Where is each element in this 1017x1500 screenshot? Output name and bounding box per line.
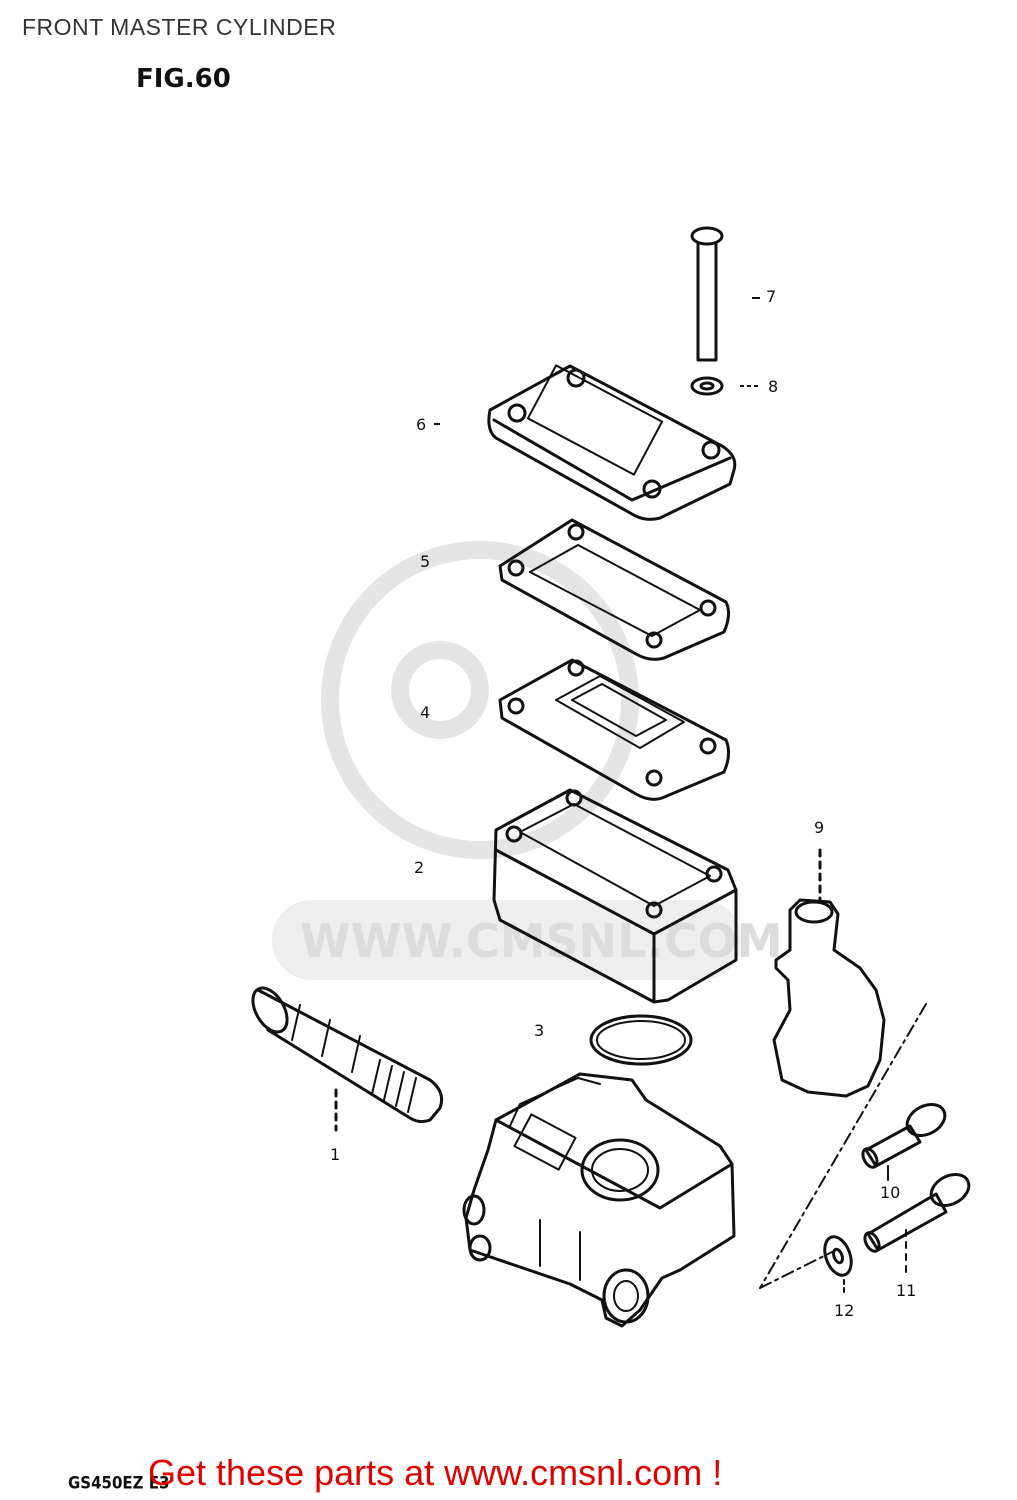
part-bolt-11 [863, 1172, 971, 1273]
callout-6: 6 [416, 415, 426, 434]
callout-8: 8 [768, 377, 778, 396]
callout-10: 10 [880, 1183, 900, 1202]
watermark-logo [321, 541, 639, 859]
part-holder-9 [772, 848, 886, 1098]
leader-marks [434, 297, 760, 425]
callout-1: 1 [330, 1145, 340, 1164]
callout-5: 5 [420, 552, 430, 571]
callout-12: 12 [834, 1301, 854, 1320]
callout-11: 11 [896, 1281, 916, 1300]
figure-label: FIG.60 [136, 64, 231, 94]
part-reservoir-2 [492, 788, 738, 1004]
part-bolt-10 [861, 1102, 947, 1181]
callout-3: 3 [534, 1021, 544, 1040]
part-diaphragm-4 [498, 658, 731, 801]
part-oring-3 [589, 1014, 693, 1066]
page-title: FRONT MASTER CYLINDER [22, 14, 337, 40]
callout-7: 7 [766, 287, 776, 306]
part-piston-1 [251, 986, 444, 1132]
part-cap-6 [487, 364, 737, 521]
part-screw-7 [690, 226, 724, 362]
callout-9: 9 [814, 818, 824, 837]
assembly-guide-lines [759, 1003, 927, 1289]
ad-banner-link[interactable]: Get these parts at www.cmsnl.com ! [148, 1452, 723, 1493]
part-plate-5 [498, 518, 731, 661]
callout-2: 2 [414, 858, 424, 877]
model-code: GS450EZ E3 [68, 1473, 170, 1493]
part-washer-8 [690, 376, 724, 396]
part-cylinder-body [462, 1072, 736, 1328]
part-washer-12 [823, 1235, 853, 1297]
callout-4: 4 [420, 703, 430, 722]
